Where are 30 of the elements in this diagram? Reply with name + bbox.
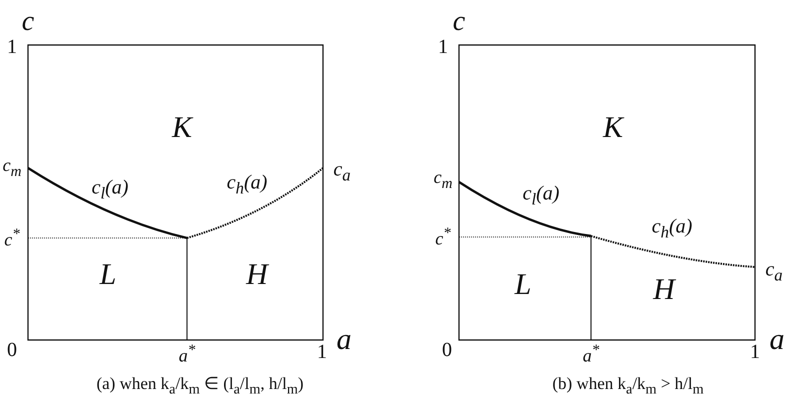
tick-label: 0 xyxy=(7,340,17,360)
region-label: L xyxy=(100,260,116,290)
point-label: a$^{*}$ xyxy=(582,344,600,364)
tick-label: 0 xyxy=(442,340,452,360)
axis-label: a xyxy=(336,325,352,355)
tick-label: 1 xyxy=(317,342,327,362)
region-label: L xyxy=(514,270,532,300)
point-label: c$_{m}$ xyxy=(434,168,452,192)
curve-label: c$_{h}$(a) xyxy=(652,216,692,242)
point-label: c$_{a}$ xyxy=(765,260,783,284)
curve-label: c$_{h}$(a) xyxy=(226,172,268,198)
axis-label: c xyxy=(22,8,34,36)
point-label: a$^{*}$ xyxy=(178,344,196,364)
caption: (b) when k$_{a}$/k$_{m}$ > h/l$_{m}$ xyxy=(552,375,704,397)
curve-label: c$_{l}$(a) xyxy=(92,178,128,202)
axis-label: c xyxy=(452,8,466,36)
region-label: K xyxy=(172,113,192,143)
point-label: c$^{*}$ xyxy=(4,228,20,248)
region-label: H xyxy=(246,260,268,290)
curve-label: c$_{l}$(a) xyxy=(522,184,560,208)
tick-label: 1 xyxy=(438,37,448,57)
tick-label: 1 xyxy=(7,37,17,57)
point-label: c$^{*}$ xyxy=(435,226,451,248)
caption: (a) when k$_{a}$/k$_{m}$ ∈ (l$_{a}$/l$_{m}$, h/l$_{m}$) xyxy=(96,375,304,397)
region-label: H xyxy=(653,275,675,305)
point-label: c$_{a}$ xyxy=(333,160,351,184)
point-label: c$_{m}$ xyxy=(2,156,22,180)
region-label: K xyxy=(603,113,623,143)
axis-label: a xyxy=(770,325,784,355)
tick-label: 1 xyxy=(750,342,760,362)
